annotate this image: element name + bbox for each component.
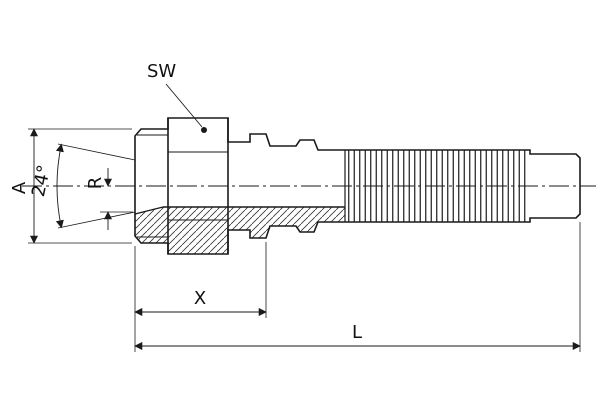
dim-l: L (134, 222, 581, 352)
label-l: L (352, 322, 362, 343)
label-sw: SW (147, 61, 176, 82)
label-a: A (9, 181, 30, 194)
sw-leader-line (165, 83, 203, 128)
dim-x: X (134, 242, 267, 352)
sw-leader-dot (201, 127, 207, 133)
internal-cone-line (134, 206, 164, 215)
dim-r: R (85, 168, 133, 230)
label-r: R (85, 177, 106, 190)
hatch-region (135, 207, 345, 254)
dim-a: A (9, 128, 132, 244)
serration-band (346, 150, 528, 222)
cone-extension-bottom (57, 211, 136, 229)
cone-extension-top (57, 143, 136, 161)
part-outline (134, 117, 581, 255)
sw-callout: SW (147, 61, 207, 133)
fitting-part (134, 117, 581, 255)
label-angle: 24° (28, 163, 55, 199)
angle-arc (55, 143, 64, 229)
label-x: X (194, 288, 206, 309)
